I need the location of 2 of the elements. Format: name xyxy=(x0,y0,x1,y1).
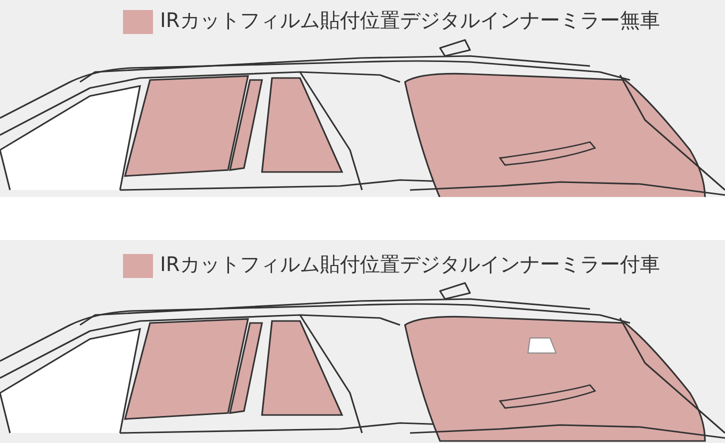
legend-text: IRカットフィルム貼付位置デジタルインナーミラー付車 xyxy=(160,251,660,278)
legend-text: IRカットフィルム貼付位置デジタルインナーミラー無車 xyxy=(160,7,660,34)
